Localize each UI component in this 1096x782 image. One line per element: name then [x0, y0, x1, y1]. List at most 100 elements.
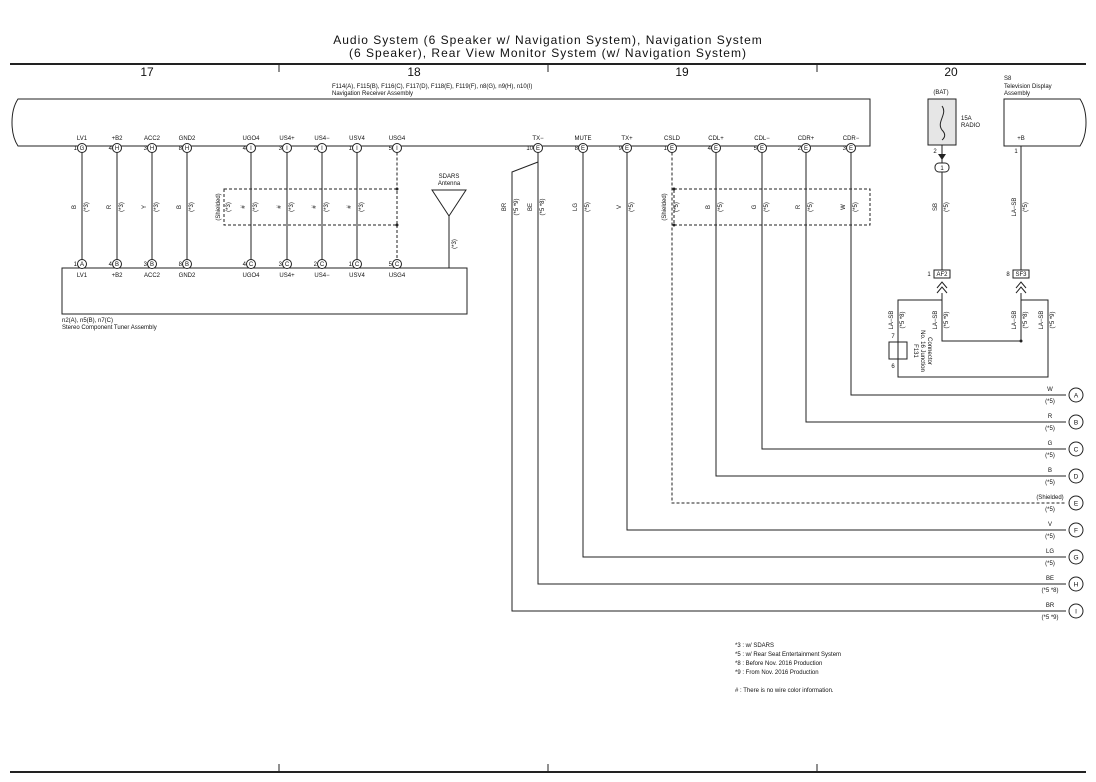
tuner-pin-connector: C	[355, 262, 360, 268]
wire-color: LA−SB	[1039, 311, 1045, 330]
output-connector-letter: D	[1074, 474, 1079, 481]
output-wire-note: (*5)	[1045, 561, 1055, 567]
output-wire	[582, 152, 1066, 558]
tv-name-line1: Television Display	[1004, 84, 1052, 90]
wire-color: LA−SB	[889, 311, 895, 330]
wire-note: (*3)	[84, 202, 90, 212]
column-number: 18	[407, 65, 421, 79]
receiver-pin-connector: E	[804, 146, 808, 152]
wire-note: (*3)	[154, 202, 160, 212]
tuner-pin-connector: C	[320, 262, 325, 268]
wire-note: (*5 *9)	[944, 311, 950, 328]
diagram-title-line1: Audio System (6 Speaker w/ Navigation Sy…	[333, 33, 762, 47]
wire-color: #	[277, 205, 283, 209]
output-wire-note: (*5 *9)	[1041, 615, 1058, 621]
la-sb-branch-c	[897, 293, 1049, 378]
output-connector-letter: C	[1074, 447, 1079, 454]
receiver-pin-number: 1	[74, 146, 78, 152]
tuner-pin-label: USV4	[349, 273, 365, 279]
antenna-icon	[431, 189, 467, 217]
fuse-pin-number: 2	[933, 149, 937, 155]
wire-note: (*3)	[452, 239, 458, 249]
output-wire	[761, 152, 1066, 450]
output-wire-color: BR	[1046, 603, 1055, 609]
wire-note: (*5 *9)	[514, 198, 520, 215]
tuner-pin-connector: B	[115, 262, 119, 268]
receiver-pin-label: TX−	[532, 136, 544, 142]
receiver-pin-label: CDR+	[798, 136, 815, 142]
receiver-pin-label: LV1	[77, 136, 88, 142]
receiver-pin-label: CDL−	[754, 136, 770, 142]
receiver-pin-connector: I	[250, 146, 252, 152]
output-connector-circle	[1068, 495, 1084, 511]
junction-pin-bottom: 6	[891, 364, 895, 370]
wire-color: #	[312, 205, 318, 209]
receiver-pin-connector: E	[760, 146, 764, 152]
shield-group-left	[223, 188, 398, 226]
antenna-label-line1: SDARS	[439, 174, 460, 180]
receiver-pin-number: 4	[109, 146, 113, 152]
receiver-pin-label: CDL+	[708, 136, 724, 142]
receiver-pin-connector: G	[80, 146, 85, 152]
receiver-pin-label: USG4	[389, 136, 406, 142]
tuner-connector-codes: n2(A), n5(B), n7(C)	[62, 318, 113, 324]
receiver-pin-number: 5	[389, 146, 393, 152]
fuse-name: RADIO	[961, 123, 980, 129]
af2-split-icon	[936, 281, 948, 294]
output-connector-letter: B	[1074, 420, 1078, 427]
receiver-pin-connector: H	[115, 146, 119, 152]
wire-color: BE	[528, 203, 534, 211]
battery-label: (BAT)	[933, 90, 948, 96]
receiver-pin-connector: E	[581, 146, 585, 152]
output-wire	[850, 152, 1066, 396]
wire-note: (*5)	[629, 202, 635, 212]
receiver-pin-number: 1	[664, 146, 668, 152]
output-wire	[805, 152, 1066, 423]
tv-pin-number: 1	[1014, 149, 1018, 155]
wire-note: (*5)	[764, 202, 770, 212]
wire-color: B	[706, 205, 712, 209]
receiver-pin-connector: E	[536, 146, 540, 152]
output-connector-letter: A	[1074, 393, 1079, 400]
output-connector-circle	[1068, 522, 1084, 538]
receiver-pin-number: 1	[349, 146, 353, 152]
tuner-pin-connector: C	[285, 262, 290, 268]
output-connector-letter: G	[1073, 555, 1078, 562]
tuner-box	[61, 267, 468, 315]
receiver-pin-connector: I	[356, 146, 358, 152]
output-wire-note: (*5)	[1045, 507, 1055, 513]
legend-note: *9 : From Nov. 2016 Production	[735, 670, 819, 676]
wire-note: (*5 *8)	[900, 311, 906, 328]
tuner-pin-number: 5	[389, 262, 393, 268]
wire-note: (*5)	[808, 202, 814, 212]
tuner-pin-number: 8	[179, 262, 183, 268]
receiver-pin-connector: E	[625, 146, 629, 152]
wire-note: (*5)	[853, 202, 859, 212]
output-connector-circle	[1068, 576, 1084, 592]
output-connector-letter: F	[1074, 528, 1078, 535]
sf3-pin-number: 8	[1006, 272, 1010, 278]
tuner-pin-number: 4	[243, 262, 247, 268]
tuner-pin-number: 1	[349, 262, 353, 268]
receiver-pin-number: 9	[619, 146, 623, 152]
legend-note: *5 : w/ Rear Seat Entertainment System	[735, 652, 841, 658]
tuner-pin-number: 2	[314, 262, 318, 268]
tuner-pin-label: US4−	[314, 273, 330, 279]
receiver-pin-number: 3	[144, 146, 148, 152]
wire-color: Y	[142, 205, 148, 209]
diagram-title-line2: (6 Speaker), Rear View Monitor System (w…	[349, 46, 747, 60]
wire-junction-dot	[1019, 339, 1023, 343]
receiver-pin-label: MUTE	[575, 136, 592, 142]
receiver-pin-label: US4−	[314, 136, 330, 142]
output-wire-color: G	[1048, 441, 1053, 447]
receiver-connector-codes: F114(A), F115(B), F116(C), F117(D), F118…	[332, 84, 532, 90]
wire-color: BR	[502, 202, 508, 211]
wire-color: V	[617, 205, 623, 209]
wire-note: (*5 *9)	[1050, 311, 1056, 328]
output-wire	[511, 152, 1066, 612]
receiver-pin-label: ACC2	[144, 136, 161, 142]
receiver-pin-connector: E	[849, 146, 853, 152]
wire-color: (Shielded)	[662, 193, 668, 220]
